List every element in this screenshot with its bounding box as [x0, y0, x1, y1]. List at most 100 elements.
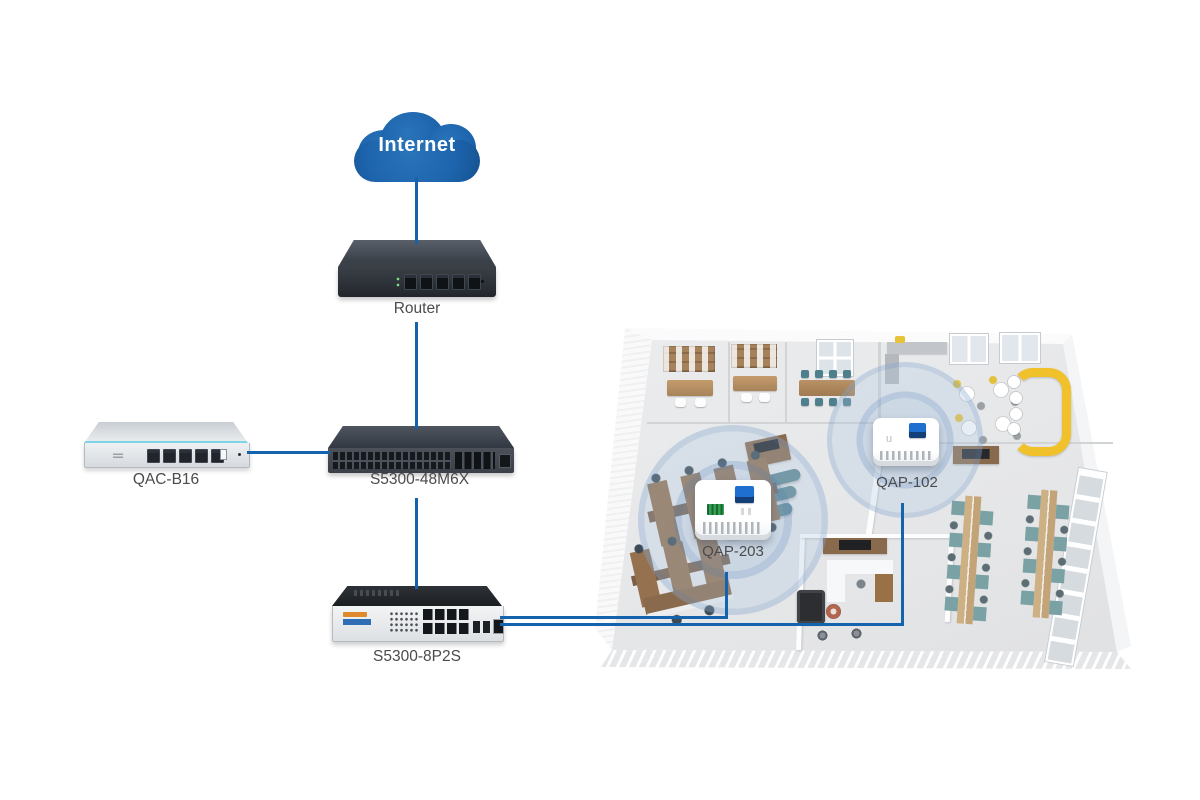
bookshelf	[731, 344, 777, 368]
cloud-base	[354, 140, 480, 182]
ethernet-port	[452, 274, 465, 290]
ethernet-port	[735, 486, 754, 503]
port-row-bottom	[423, 623, 469, 634]
vent-slots	[880, 451, 932, 460]
router-top-face	[338, 240, 496, 267]
sfp-ports	[473, 621, 491, 633]
internet-cloud-icon: Internet	[352, 110, 482, 182]
glass-partition	[647, 422, 878, 424]
wireless-controller-device	[84, 422, 250, 468]
core-switch-label: S5300-48M6X	[369, 471, 470, 488]
qap-203-device	[695, 480, 771, 540]
mount-slot: u	[886, 433, 893, 445]
reset-button	[481, 280, 484, 283]
guest-chair	[817, 630, 828, 641]
office-floorplan: QAP-203 u QAP-102	[595, 328, 1155, 688]
yellow-curved-bench	[1011, 368, 1071, 456]
chair	[741, 393, 752, 402]
guest-chair	[851, 628, 862, 639]
poe-switch-device	[332, 586, 504, 642]
chair	[815, 370, 823, 378]
chair	[815, 398, 823, 406]
ethernet-port	[147, 449, 160, 463]
usb-port	[220, 449, 227, 460]
ethernet-port	[404, 274, 417, 290]
chair	[801, 398, 809, 406]
executive-desk	[827, 560, 893, 602]
link-internet-router	[415, 177, 418, 244]
window	[1000, 333, 1040, 363]
router-label: Router	[393, 300, 441, 317]
link-router-coreswitch	[415, 322, 418, 429]
switch-top-face	[328, 426, 514, 448]
partition	[785, 342, 787, 423]
port-block-48	[333, 452, 451, 469]
connector-pin	[748, 508, 751, 515]
router-front-face	[338, 267, 496, 297]
reset-button	[238, 453, 241, 456]
model-badge	[343, 619, 371, 625]
ethernet-port	[468, 274, 481, 290]
chair	[675, 398, 686, 407]
controller-label: QAC-B16	[132, 471, 200, 488]
vent-slots	[354, 590, 400, 596]
window	[950, 334, 988, 364]
ethernet-port	[420, 274, 433, 290]
brand-logo	[343, 612, 367, 617]
office-desk	[667, 380, 713, 396]
ethernet-port	[179, 449, 192, 463]
chair	[843, 370, 851, 378]
tv-cabinet	[823, 538, 887, 554]
controller-top-face	[84, 422, 248, 443]
router-port-row	[404, 274, 481, 290]
coffee-table	[826, 604, 841, 619]
qap-102-device: u	[873, 418, 939, 466]
switch-front-face	[332, 606, 504, 642]
partition	[728, 342, 730, 423]
bench-side-tables	[1003, 374, 1025, 436]
link-coreswitch-poeswitch	[415, 498, 418, 589]
kitchen-counter	[887, 342, 947, 354]
chair	[695, 398, 706, 407]
controller-front-face	[84, 443, 250, 468]
office-desk	[733, 376, 777, 391]
router-device	[338, 240, 496, 297]
chair	[801, 370, 809, 378]
management-port	[499, 454, 511, 468]
link-poeswitch-qap102-h	[500, 623, 904, 626]
bookshelf	[663, 346, 715, 372]
port-row-top	[423, 609, 469, 620]
link-poeswitch-qap203-v	[725, 572, 728, 619]
floor-skirt	[601, 650, 1131, 669]
core-switch-device	[328, 426, 514, 473]
meeting-table	[799, 380, 855, 396]
vent-marks	[113, 452, 123, 458]
exec-office-top-wall	[800, 534, 950, 538]
switch-front-face	[328, 448, 514, 473]
connector-pin	[741, 508, 744, 515]
qap-203-label: QAP-203	[702, 543, 764, 560]
sofa	[797, 590, 825, 624]
link-poeswitch-qap102-v	[901, 503, 904, 626]
qap-102-label: QAP-102	[876, 474, 938, 491]
uplink-port-block	[455, 452, 495, 469]
chair	[759, 393, 770, 402]
controller-port-row	[147, 449, 224, 463]
terminal-block	[707, 504, 724, 515]
led-indicators	[396, 276, 400, 288]
internet-label: Internet	[378, 134, 456, 156]
chair	[829, 370, 837, 378]
vent-slots	[703, 522, 763, 534]
link-controller-coreswitch	[247, 451, 330, 454]
led-matrix	[389, 611, 419, 633]
uplink-port	[493, 619, 504, 634]
switch-top-face	[332, 586, 502, 606]
ethernet-port	[195, 449, 208, 463]
bench-desk-cluster	[1018, 488, 1072, 620]
poe-switch-label: S5300-8P2S	[373, 648, 461, 665]
chair	[829, 398, 837, 406]
ethernet-port	[909, 423, 926, 438]
ethernet-port	[163, 449, 176, 463]
bench-desk-cluster	[942, 494, 996, 626]
